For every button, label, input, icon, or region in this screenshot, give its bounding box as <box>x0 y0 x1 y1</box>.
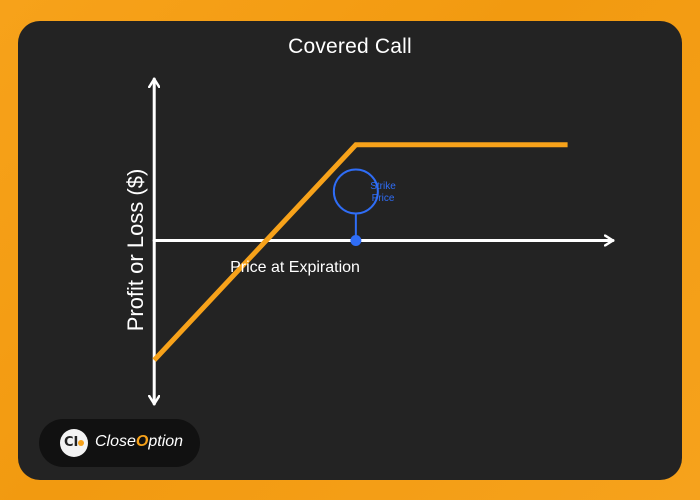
chart-card: Covered Call Profit or Loss ($) Price at… <box>18 21 682 480</box>
brand-logo[interactable]: CI CloseOption <box>39 419 200 467</box>
logo-initials: CI <box>64 435 79 450</box>
strike-label-line-2: Price <box>371 193 395 204</box>
series-layer <box>152 142 568 362</box>
strike-annotation <box>332 168 379 246</box>
payoff-line-0 <box>152 142 568 362</box>
axes <box>154 77 615 406</box>
strike-point <box>350 235 362 246</box>
strike-label-line-1: Strike <box>370 181 396 192</box>
chart-title: Covered Call <box>288 35 412 58</box>
logo-dot <box>78 440 84 446</box>
brand-name: CloseOption <box>95 433 183 451</box>
chart-canvas <box>18 77 615 406</box>
x-axis-label: Price at Expiration <box>230 259 360 276</box>
strike-bubble <box>332 168 379 215</box>
brand-name-accent: O <box>135 433 149 450</box>
strike-price-label: Strike Price <box>361 171 405 215</box>
brand-name-part3: ption <box>148 433 184 450</box>
y-axis-label: Profit or Loss ($) <box>123 168 148 332</box>
logo-mark-icon: CI <box>60 429 88 457</box>
brand-name-part1: Close <box>95 433 136 450</box>
